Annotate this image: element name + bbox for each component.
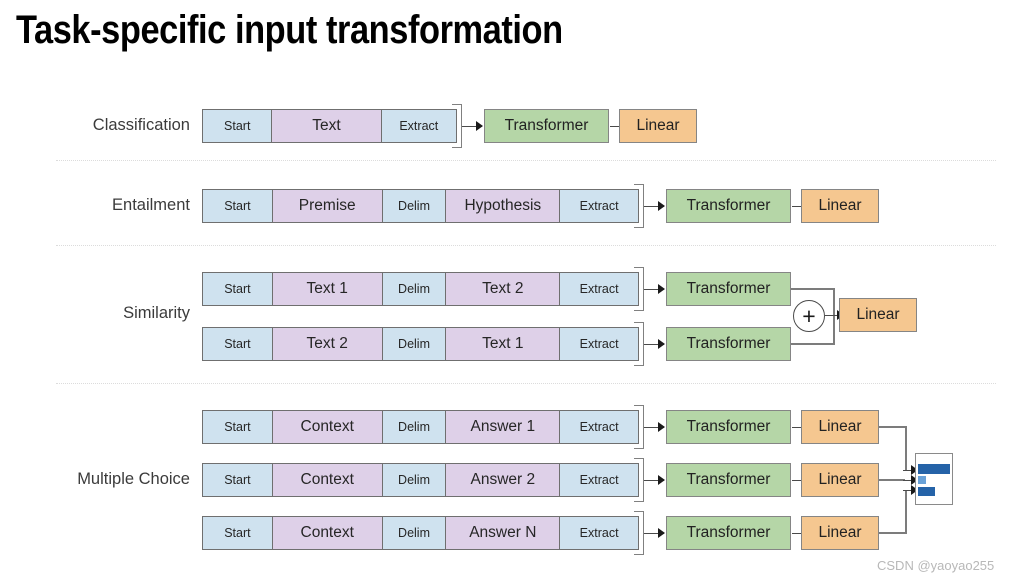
token-cell: Context bbox=[272, 464, 383, 496]
group-bracket bbox=[634, 267, 644, 311]
score-wire-bot-h bbox=[879, 532, 907, 534]
token-cell: Text 1 bbox=[272, 273, 383, 305]
linear-box: Linear bbox=[839, 298, 917, 332]
architecture-diagram: Classification Start Text Extract Transf… bbox=[0, 80, 1026, 580]
token-cell: Extract bbox=[560, 464, 638, 496]
score-bar-3 bbox=[918, 487, 935, 496]
merge-wire-vert bbox=[833, 288, 835, 345]
group-bracket bbox=[634, 458, 644, 502]
merge-wire-bottom bbox=[791, 343, 834, 345]
token-cell: Extract bbox=[560, 411, 638, 443]
score-chart bbox=[915, 453, 953, 505]
token-cell: Start bbox=[203, 464, 273, 496]
linear-box: Linear bbox=[801, 189, 879, 223]
watermark: CSDN @yaoyao255 bbox=[877, 558, 995, 573]
transformer-box: Transformer bbox=[484, 109, 609, 143]
section-separator bbox=[56, 160, 996, 161]
token-cell: Start bbox=[203, 328, 273, 360]
token-cell: Start bbox=[203, 273, 273, 305]
token-cell: Context bbox=[272, 517, 383, 549]
section-separator bbox=[56, 383, 996, 384]
score-wire-mid-h bbox=[879, 479, 905, 481]
token-cell: Start bbox=[203, 517, 273, 549]
linear-box: Linear bbox=[619, 109, 697, 143]
transformer-box: Transformer bbox=[666, 463, 791, 497]
transformer-box: Transformer bbox=[666, 189, 791, 223]
token-cell: Start bbox=[203, 190, 273, 222]
task-label-entailment: Entailment bbox=[112, 196, 190, 214]
token-cell: Context bbox=[272, 411, 383, 443]
arrow-to-transformer bbox=[644, 288, 664, 291]
token-cell: Premise bbox=[272, 190, 383, 222]
arrow-to-transformer bbox=[644, 479, 664, 482]
arrow-to-linear bbox=[825, 314, 843, 317]
token-cell: Text 2 bbox=[272, 328, 383, 360]
transformer-box: Transformer bbox=[666, 410, 791, 444]
arrow-to-transformer bbox=[644, 532, 664, 535]
section-separator bbox=[56, 245, 996, 246]
token-cell: Text bbox=[272, 110, 382, 142]
token-cell: Delim bbox=[382, 517, 447, 549]
group-bracket bbox=[634, 184, 644, 228]
token-sequence-choice-1: Start Context Delim Answer 1 Extract bbox=[202, 410, 639, 444]
token-cell: Delim bbox=[382, 190, 447, 222]
token-sequence-choice-2: Start Context Delim Answer 2 Extract bbox=[202, 463, 639, 497]
token-cell: Delim bbox=[382, 328, 447, 360]
group-bracket bbox=[634, 322, 644, 366]
score-wire-top-v bbox=[905, 426, 907, 470]
task-label-multiple-choice: Multiple Choice bbox=[77, 470, 190, 488]
arrow-to-transformer bbox=[644, 426, 664, 429]
task-label-similarity: Similarity bbox=[123, 304, 190, 322]
token-cell: Text 1 bbox=[446, 328, 561, 360]
token-sequence-entailment: Start Premise Delim Hypothesis Extract bbox=[202, 189, 639, 223]
token-sequence-choice-n: Start Context Delim Answer N Extract bbox=[202, 516, 639, 550]
token-cell: Extract bbox=[560, 273, 638, 305]
linear-box: Linear bbox=[801, 463, 879, 497]
merge-wire-top bbox=[791, 288, 834, 290]
sum-icon: + bbox=[793, 300, 825, 332]
token-cell: Extract bbox=[560, 517, 638, 549]
arrow-to-scores bbox=[903, 489, 917, 492]
token-sequence-similarity-b: Start Text 2 Delim Text 1 Extract bbox=[202, 327, 639, 361]
token-sequence-similarity-a: Start Text 1 Delim Text 2 Extract bbox=[202, 272, 639, 306]
task-label-classification: Classification bbox=[92, 116, 190, 134]
arrow-to-transformer bbox=[462, 125, 482, 128]
page-title: Task-specific input transformation bbox=[16, 8, 563, 52]
arrow-to-transformer bbox=[644, 205, 664, 208]
token-cell: Start bbox=[203, 411, 273, 443]
arrow-to-transformer bbox=[644, 343, 664, 346]
token-cell: Extract bbox=[381, 110, 456, 142]
token-cell: Answer 2 bbox=[446, 464, 561, 496]
token-cell: Delim bbox=[382, 273, 447, 305]
arrow-to-scores bbox=[903, 469, 917, 472]
transformer-box: Transformer bbox=[666, 327, 791, 361]
group-bracket bbox=[452, 104, 462, 148]
token-cell: Text 2 bbox=[446, 273, 561, 305]
linear-box: Linear bbox=[801, 410, 879, 444]
token-cell: Hypothesis bbox=[446, 190, 561, 222]
token-cell: Answer N bbox=[446, 517, 561, 549]
token-cell: Answer 1 bbox=[446, 411, 561, 443]
group-bracket bbox=[634, 511, 644, 555]
score-bar-2 bbox=[918, 476, 926, 484]
token-cell: Start bbox=[203, 110, 273, 142]
score-wire-bot-v bbox=[905, 490, 907, 534]
token-sequence-classification: Start Text Extract bbox=[202, 109, 457, 143]
group-bracket bbox=[634, 405, 644, 449]
token-cell: Delim bbox=[382, 464, 447, 496]
score-wire-top-h bbox=[879, 426, 907, 428]
transformer-box: Transformer bbox=[666, 516, 791, 550]
token-cell: Extract bbox=[560, 190, 638, 222]
arrow-to-scores bbox=[903, 479, 917, 482]
transformer-box: Transformer bbox=[666, 272, 791, 306]
token-cell: Delim bbox=[382, 411, 447, 443]
token-cell: Extract bbox=[560, 328, 638, 360]
linear-box: Linear bbox=[801, 516, 879, 550]
score-bar-1 bbox=[918, 464, 950, 474]
